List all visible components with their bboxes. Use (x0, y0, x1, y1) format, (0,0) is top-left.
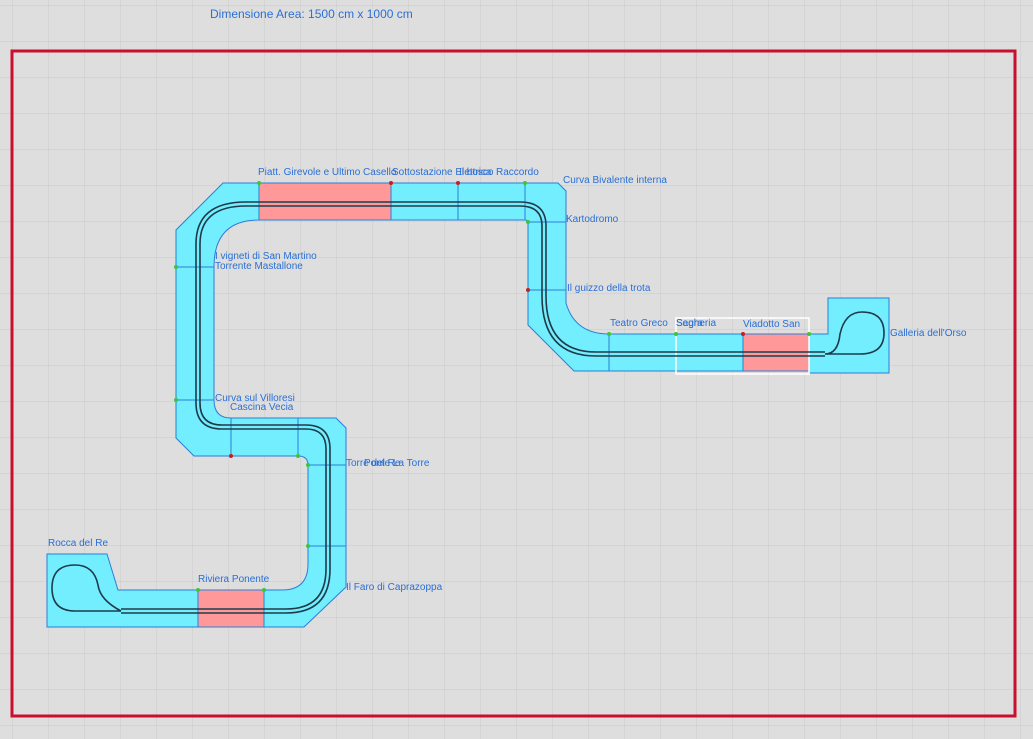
label-sottostazione: Sottostazione Elettrica (392, 167, 492, 178)
track-segment-ponte-la-torre[interactable] (307, 464, 347, 547)
label-rocca-del-re: Rocca del Re (48, 538, 108, 549)
label-curva-bivalente: Curva Bivalente interna (563, 175, 667, 186)
rails (51, 201, 885, 614)
label-torre-del-re: Torre del Re (346, 458, 401, 469)
track-segment-guizzo-trota[interactable] (527, 289, 610, 372)
junction-nodes (174, 181, 811, 592)
label-sagra: Sagra (676, 318, 703, 329)
label-piatt-girevole: Piatt. Girevole e Ultimo Casello (258, 167, 397, 178)
label-segheria: Segheria (676, 318, 716, 329)
label-vigneti-san-martino: I vigneti di San Martino (215, 251, 317, 262)
label-galleria-orso: Galleria dell'Orso (890, 328, 967, 339)
label-guizzo-trota: Il guizzo della trota (567, 283, 651, 294)
track-segment-kartodromo[interactable] (527, 221, 567, 291)
track-segment-curva-bivalente[interactable] (524, 182, 567, 223)
label-torrente-mastallone: Torrente Mastallone (215, 261, 303, 272)
label-il-bosco: Il bosco (459, 167, 494, 178)
area-dimension-label: Dimensione Area: 1500 cm x 1000 cm (210, 7, 413, 21)
segment-labels: Piatt. Girevole e Ultimo Casello Sottost… (48, 167, 967, 593)
label-riviera-ponente: Riviera Ponente (198, 574, 270, 585)
track-segment-curva-villoresi[interactable] (175, 399, 232, 457)
label-faro-caprazoppa: Il Faro di Caprazoppa (346, 582, 443, 593)
label-ponte-la-torre: Ponte La Torre (364, 458, 430, 469)
label-teatro-greco: Teatro Greco (610, 318, 668, 329)
area-border (10, 49, 1017, 718)
label-cascina-vecia: Cascina Vecia (230, 402, 294, 413)
label-kartodromo: Kartodromo (566, 214, 619, 225)
track-segment-cascina-vecia[interactable] (230, 417, 299, 457)
selection-outline (675, 317, 810, 375)
label-viadotto-san: Viadotto San (743, 319, 800, 330)
track-segment-torrente-mastallone[interactable] (175, 266, 215, 401)
label-curva-villoresi: Curva sul Villoresi (215, 393, 295, 404)
label-raccordo: Raccordo (496, 167, 539, 178)
